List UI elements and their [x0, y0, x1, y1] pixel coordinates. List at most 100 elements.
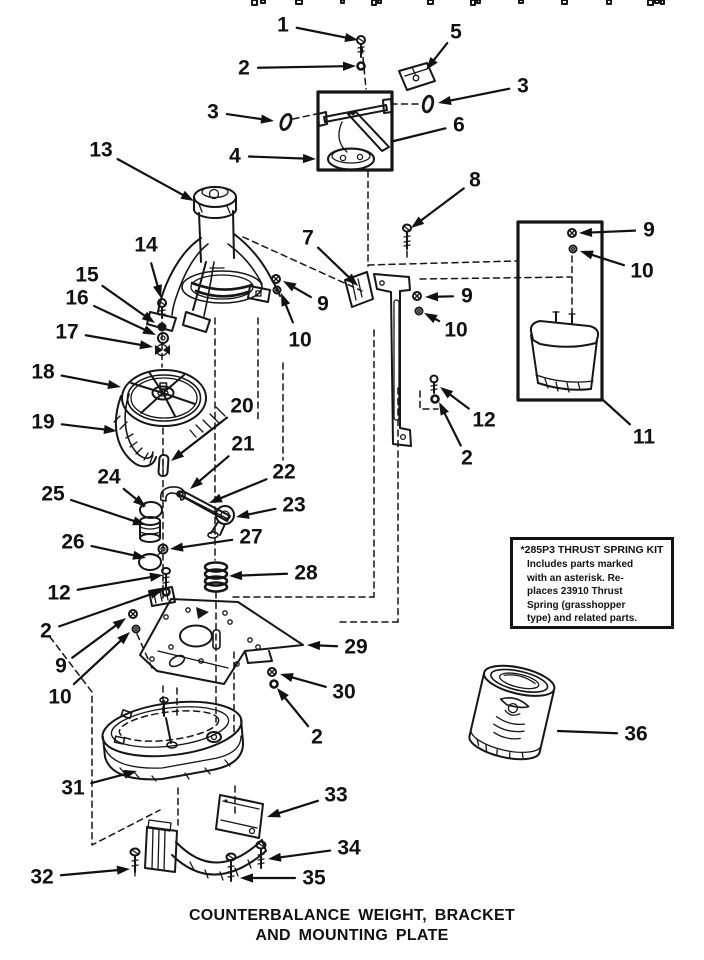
callout-arrowhead — [133, 495, 146, 507]
callout-arrowhead — [240, 873, 253, 883]
part-screw-14 — [157, 298, 167, 319]
callout-arrowhead — [209, 493, 223, 503]
part-lubricant-can-36 — [468, 664, 556, 761]
part-pin-20 — [157, 454, 170, 478]
callout-number-2: 2 — [461, 447, 473, 470]
callout-arrowhead — [580, 250, 594, 260]
callout-leader-line — [315, 644, 339, 648]
callout-leader-line — [196, 455, 230, 484]
callout-number-1: 1 — [277, 14, 289, 37]
callout-number-7: 7 — [302, 227, 314, 250]
callout-leader-line — [442, 409, 462, 447]
part-bolt-9-plate — [128, 609, 138, 619]
callout-leader-line — [446, 391, 470, 410]
part-saddle-21 — [159, 486, 186, 502]
callout-leader-line — [59, 868, 122, 877]
cropped-print-fragments — [251, 0, 665, 6]
part-link-22 — [176, 490, 231, 522]
callout-number-32: 32 — [30, 866, 53, 889]
part-curved-support-bracket — [144, 819, 267, 881]
callout-number-21: 21 — [231, 433, 255, 456]
callout-arrowhead — [268, 852, 282, 862]
callout-arrowhead — [439, 402, 449, 416]
callout-number-10: 10 — [444, 319, 467, 342]
part-counterweight-box-11 — [516, 220, 604, 402]
callout-arrowhead — [149, 572, 163, 582]
callout-arrowhead — [438, 95, 452, 105]
callout-leader-line — [178, 538, 234, 549]
callout-arrowhead — [149, 589, 163, 599]
part-thrust-spring-28 — [203, 561, 229, 593]
callout-number-30: 30 — [332, 681, 355, 704]
part-screw-8 — [402, 223, 412, 250]
part-screw-32 — [129, 847, 141, 877]
callout-leader-line — [601, 398, 631, 426]
callout-number-36: 36 — [624, 723, 647, 746]
callout-leader-line — [237, 572, 289, 577]
part-washer-10-bracket — [414, 306, 424, 316]
callout-number-2: 2 — [311, 726, 323, 749]
callout-leader-line — [282, 694, 310, 728]
callout-leader-line — [72, 637, 124, 686]
callout-leader-line — [392, 127, 447, 143]
part-screw-1 — [356, 35, 366, 58]
note-line: Spring (grasshopper — [527, 599, 626, 611]
callout-number-2: 2 — [40, 620, 52, 643]
part-screw-12-left — [161, 567, 171, 589]
callout-leader-line — [60, 423, 109, 431]
callout-arrowhead — [277, 688, 289, 701]
figure-caption: COUNTERBALANCE WEIGHT, BRACKET AND MOUNT… — [0, 906, 704, 946]
callout-number-23: 23 — [282, 494, 305, 517]
part-cup-26 — [138, 550, 163, 571]
callout-leader-line — [84, 334, 145, 347]
callout-leader-line — [101, 284, 148, 319]
callout-number-3: 3 — [517, 75, 529, 98]
callout-number-13: 13 — [89, 139, 112, 162]
callout-number-18: 18 — [31, 361, 55, 384]
callout-arrowhead — [579, 227, 593, 238]
part-bracket-33 — [215, 794, 264, 839]
callout-arrowhead — [426, 56, 438, 70]
callout-leader-line — [247, 155, 308, 160]
callout-leader-line — [417, 187, 465, 224]
callout-arrowhead — [342, 61, 356, 71]
part-clip-17 — [155, 343, 170, 357]
callout-arrowhead — [123, 769, 137, 779]
callout-number-12: 12 — [472, 409, 495, 432]
part-pump-housing-13 — [146, 185, 281, 333]
part-washer-2-top — [356, 61, 366, 71]
callout-leader-line — [275, 799, 319, 816]
callout-arrowhead — [190, 477, 203, 489]
callout-arrowhead — [117, 632, 130, 645]
note-line: places 23910 Thrust — [527, 586, 623, 597]
callout-leader-line — [60, 374, 113, 387]
callout-arrowhead — [411, 216, 425, 228]
part-counterbalance-weight-31 — [101, 696, 245, 782]
part-clip-3-right — [421, 94, 435, 114]
callout-arrowhead — [283, 281, 297, 292]
callout-leader-line — [283, 301, 294, 324]
callout-leader-line — [93, 304, 149, 332]
callout-leader-line — [295, 26, 350, 40]
part-pulley-18 — [113, 369, 226, 438]
callout-number-26: 26 — [61, 531, 84, 554]
callout-arrowhead — [153, 284, 162, 298]
part-support-bracket-7 — [373, 273, 412, 447]
callout-arrowhead — [267, 808, 281, 818]
callout-number-15: 15 — [75, 264, 99, 287]
part-wedge-7 — [344, 271, 374, 308]
callout-number-22: 22 — [272, 461, 295, 484]
callout-number-8: 8 — [469, 169, 481, 192]
callout-number-25: 25 — [41, 483, 65, 506]
part-nut-15 — [157, 322, 167, 332]
callout-arrowhead — [116, 865, 130, 875]
callout-arrowhead — [103, 424, 117, 434]
callout-leader-line — [256, 65, 348, 69]
callout-leader-line — [217, 478, 268, 501]
callout-leader-line — [290, 284, 312, 299]
callout-leader-line — [116, 158, 187, 198]
callout-number-34: 34 — [337, 837, 361, 860]
caption-line-2: AND MOUNTING PLATE — [255, 927, 449, 944]
part-dome-4 — [327, 147, 375, 171]
callout-leader-line — [150, 262, 160, 290]
